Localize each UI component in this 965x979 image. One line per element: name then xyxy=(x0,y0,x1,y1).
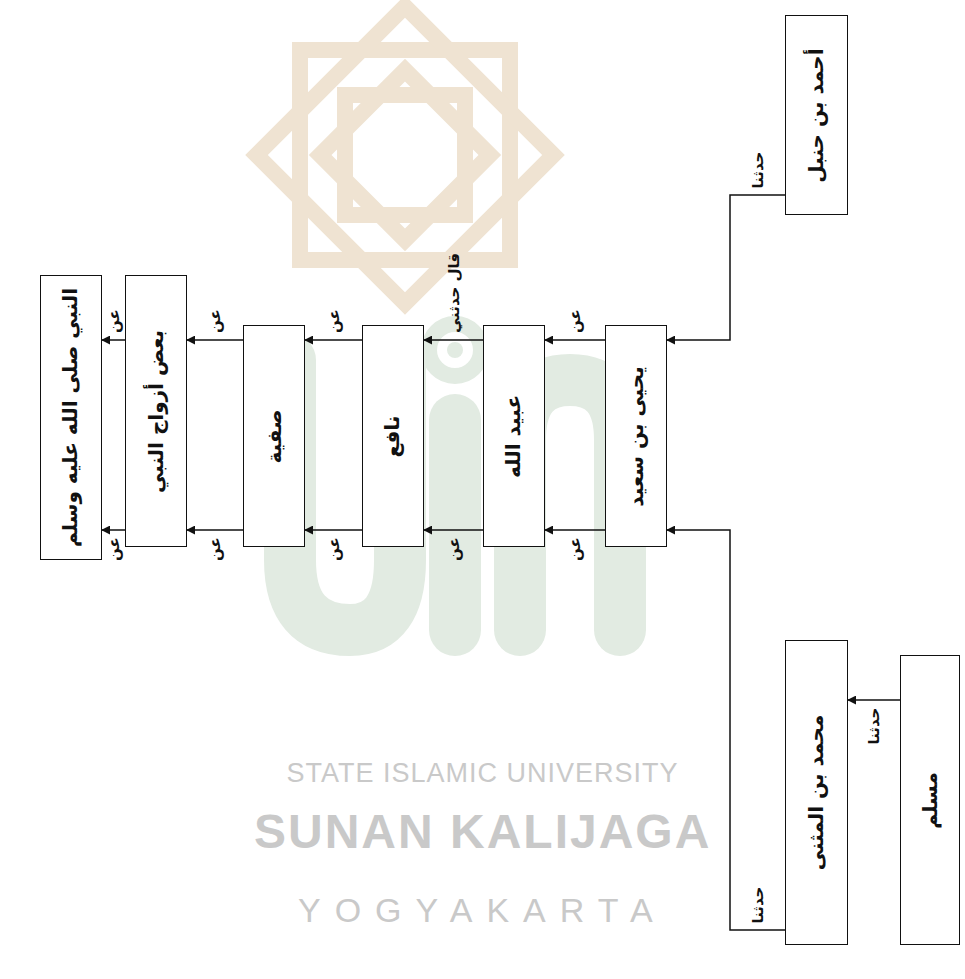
transmission-term: حدثنا xyxy=(749,151,767,188)
watermark-text: YOGYAKARTA xyxy=(298,893,667,927)
transmission-term: عن xyxy=(206,309,224,333)
narrator-box: أحمد بن حنبل xyxy=(785,15,848,215)
transmission-term: عن xyxy=(445,537,463,561)
narrator-box: عبيد الله xyxy=(483,325,545,547)
isnad-arrow xyxy=(187,339,243,341)
logo-letter xyxy=(429,420,481,630)
isnad-arrow xyxy=(187,529,243,531)
logo-star xyxy=(257,7,554,304)
narrator-name: صفية xyxy=(261,409,286,463)
narrator-name: نافع xyxy=(381,415,406,457)
watermark-text: STATE ISLAMIC UNIVERSITY xyxy=(287,760,679,787)
isnad-arrow xyxy=(667,530,785,930)
isnad-arrow xyxy=(102,339,125,341)
transmission-term: عن xyxy=(206,537,224,561)
narrator-name: عبيد الله xyxy=(502,394,527,477)
transmission-term: عن xyxy=(325,537,343,561)
box-content: مسلم xyxy=(902,788,959,813)
narrator-box: النبي صلى الله عليه وسلم xyxy=(40,275,102,560)
isnad-arrow xyxy=(424,339,483,341)
narrator-box: صفية xyxy=(243,325,305,547)
watermark-text: SUNAN KALIJAGA xyxy=(254,808,711,856)
isnad-arrow xyxy=(102,529,125,531)
isnad-arrow xyxy=(545,529,605,531)
narrator-box: محمد بن المثنى xyxy=(785,640,848,945)
logo-square xyxy=(257,7,554,304)
box-content: نافع xyxy=(372,424,414,449)
narrator-box: يحيى بن سعيد xyxy=(605,325,667,547)
box-content: بعض أزواج النبي xyxy=(75,399,238,424)
isnad-arrow xyxy=(305,529,362,531)
isnad-arrow xyxy=(848,699,900,701)
transmission-term: عن xyxy=(325,309,343,333)
box-content: محمد بن المثنى xyxy=(739,780,895,805)
box-content: يحيى بن سعيد xyxy=(566,424,706,449)
transmission-term: عن xyxy=(566,309,584,333)
isnad-arrow xyxy=(424,529,483,531)
isnad-arrow xyxy=(545,339,605,341)
transmission-term: عن xyxy=(566,537,584,561)
narrator-name: مسلم xyxy=(918,772,943,829)
box-content: صفية xyxy=(247,424,301,449)
box-content: أحمد بن حنبل xyxy=(749,103,883,128)
narrator-name: يحيى بن سعيد xyxy=(624,366,649,506)
narrator-name: محمد بن المثنى xyxy=(804,715,829,871)
box-content: عبيد الله xyxy=(472,424,555,449)
narrator-box: مسلم xyxy=(900,655,960,945)
narrator-box: بعض أزواج النبي xyxy=(125,275,187,547)
transmission-term: عن xyxy=(105,537,123,561)
narrator-name: أحمد بن حنبل xyxy=(804,48,829,182)
transmission-term: حدثنا xyxy=(865,707,883,744)
transmission-term: حدثنا xyxy=(749,886,767,923)
logo-uin xyxy=(290,342,620,630)
isnad-arrow xyxy=(305,339,362,341)
transmission-term: عن xyxy=(105,309,123,333)
isnad-arrow xyxy=(667,195,785,340)
logo-dot xyxy=(447,342,463,358)
transmission-term: قال حدثني xyxy=(445,253,463,333)
logo-square xyxy=(320,70,490,240)
narrator-box: نافع xyxy=(362,325,424,547)
narrator-name: بعض أزواج النبي xyxy=(144,329,169,492)
narrator-name: النبي صلى الله عليه وسلم xyxy=(59,288,84,547)
